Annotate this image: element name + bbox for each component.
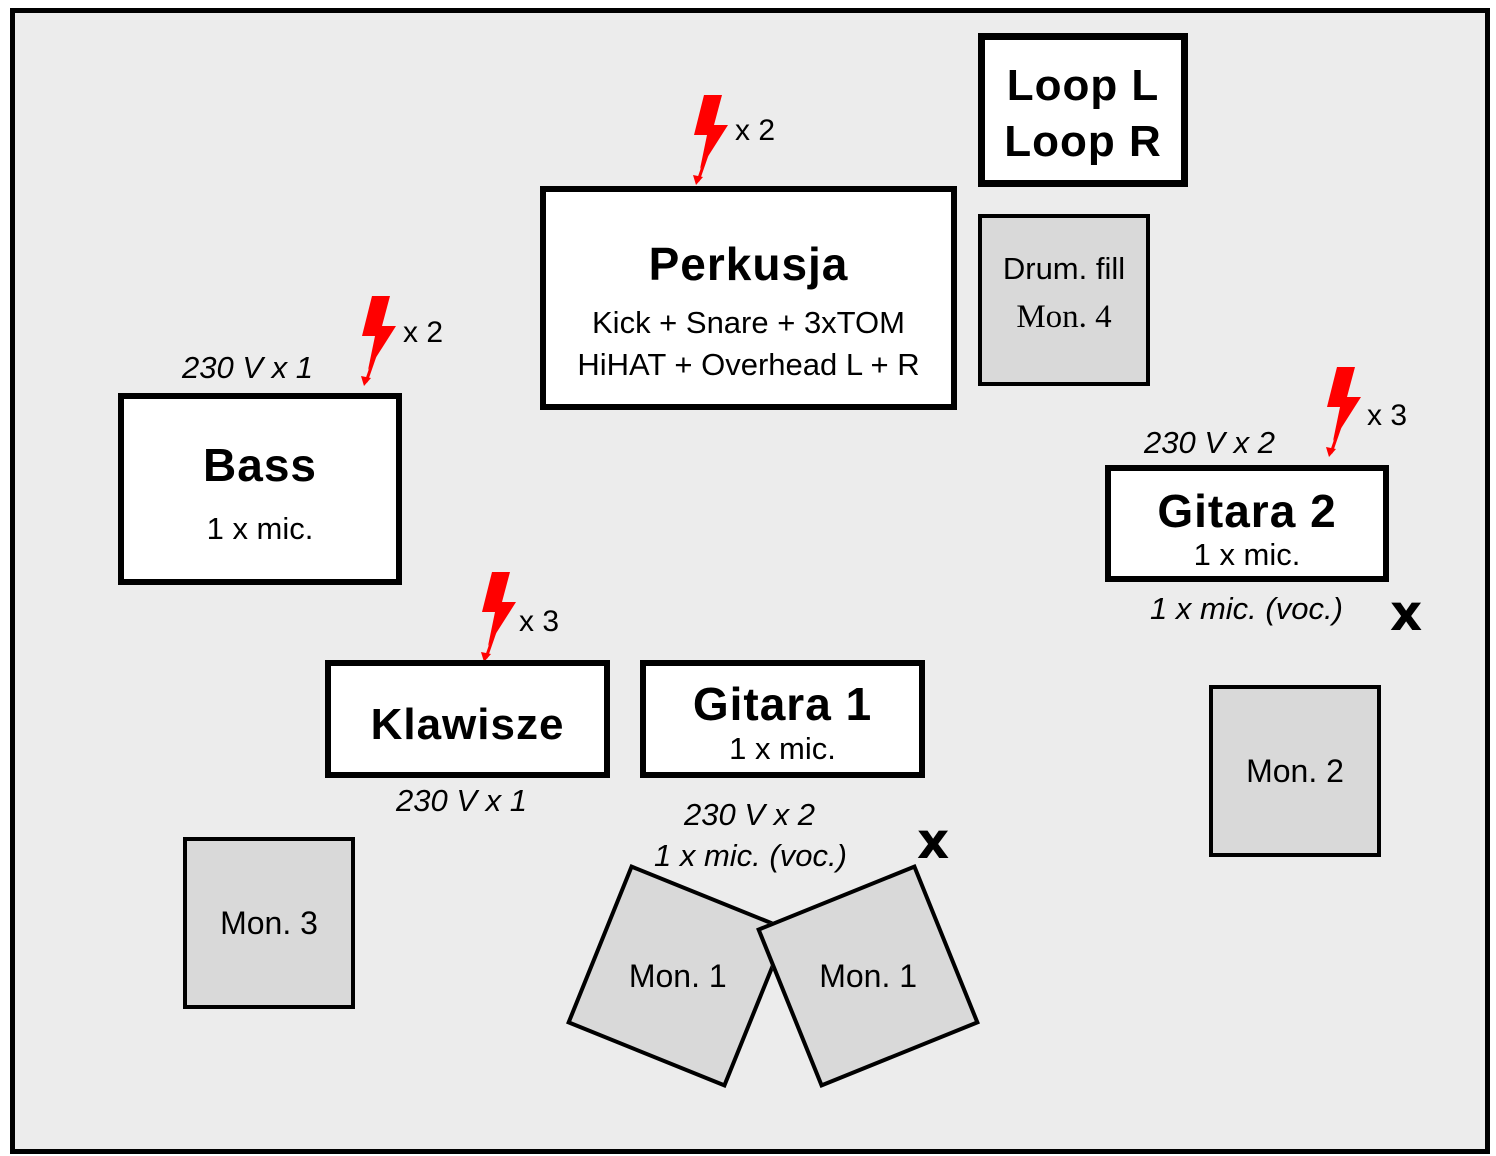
klawisze-box: Klawisze: [325, 660, 610, 778]
bass-box: Bass 1 x mic.: [118, 393, 402, 585]
klawisze-title: Klawisze: [370, 700, 565, 749]
monitor-1-right-label: Mon. 1: [819, 957, 917, 994]
gitara2-vocal-mic: 1 x mic. (voc.): [1150, 591, 1343, 626]
gitara2-power-label: 230 V x 2: [1144, 425, 1275, 460]
lightning-bolt-icon: [361, 296, 396, 386]
monitor-3-label: Mon. 3: [220, 904, 318, 941]
lightning-bolt-icon: [481, 572, 516, 662]
loop-left-label: Loop L: [1006, 61, 1160, 110]
perkusja-title: Perkusja: [648, 238, 849, 290]
gitara1-mic: 1 x mic.: [729, 731, 836, 766]
gitara1-power-label: 230 V x 2: [684, 797, 815, 832]
loop-box: Loop L Loop R: [978, 33, 1188, 187]
perkusja-power-count: x 2: [735, 114, 776, 147]
monitor-4-role: Drum. fill: [1002, 251, 1126, 286]
monitor-4: Drum. fill Mon. 4: [978, 214, 1150, 386]
gitara1-vocal-mic: 1 x mic. (voc.): [654, 838, 847, 873]
perkusja-box: Perkusja Kick + Snare + 3xTOM HiHAT + Ov…: [540, 186, 957, 410]
klawisze-power-count: x 3: [519, 605, 560, 638]
lightning-bolt-icon: [693, 95, 728, 185]
loop-right-label: Loop R: [1004, 117, 1162, 166]
gitara2-mic: 1 x mic.: [1193, 537, 1301, 572]
monitor-1-left-label: Mon. 1: [629, 957, 727, 994]
gitara1-box: Gitara 1 1 x mic.: [640, 660, 925, 778]
monitor-3: Mon. 3: [183, 837, 355, 1009]
gitara2-power-count: x 3: [1367, 399, 1408, 432]
monitor-4-label: Mon. 4: [1016, 299, 1112, 335]
monitor-2-label: Mon. 2: [1246, 752, 1344, 789]
bass-mic: 1 x mic.: [206, 511, 314, 546]
gitara2-box: Gitara 2 1 x mic.: [1105, 465, 1389, 582]
bass-power-label: 230 V x 1: [182, 350, 313, 385]
bass-power-count: x 2: [403, 316, 444, 349]
perkusja-inputs-1: Kick + Snare + 3xTOM: [592, 305, 905, 340]
lightning-bolt-icon: [1326, 367, 1361, 457]
monitor-2: Mon. 2: [1209, 685, 1381, 857]
gitara1-title: Gitara 1: [692, 678, 873, 730]
gitara1-vocal-position-mark: x: [917, 812, 950, 870]
bass-title: Bass: [203, 439, 317, 491]
klawisze-power-label: 230 V x 1: [396, 783, 527, 818]
gitara2-vocal-position-mark: x: [1390, 584, 1423, 642]
gitara2-title: Gitara 2: [1157, 485, 1337, 537]
perkusja-inputs-2: HiHAT + Overhead L + R: [577, 347, 920, 382]
